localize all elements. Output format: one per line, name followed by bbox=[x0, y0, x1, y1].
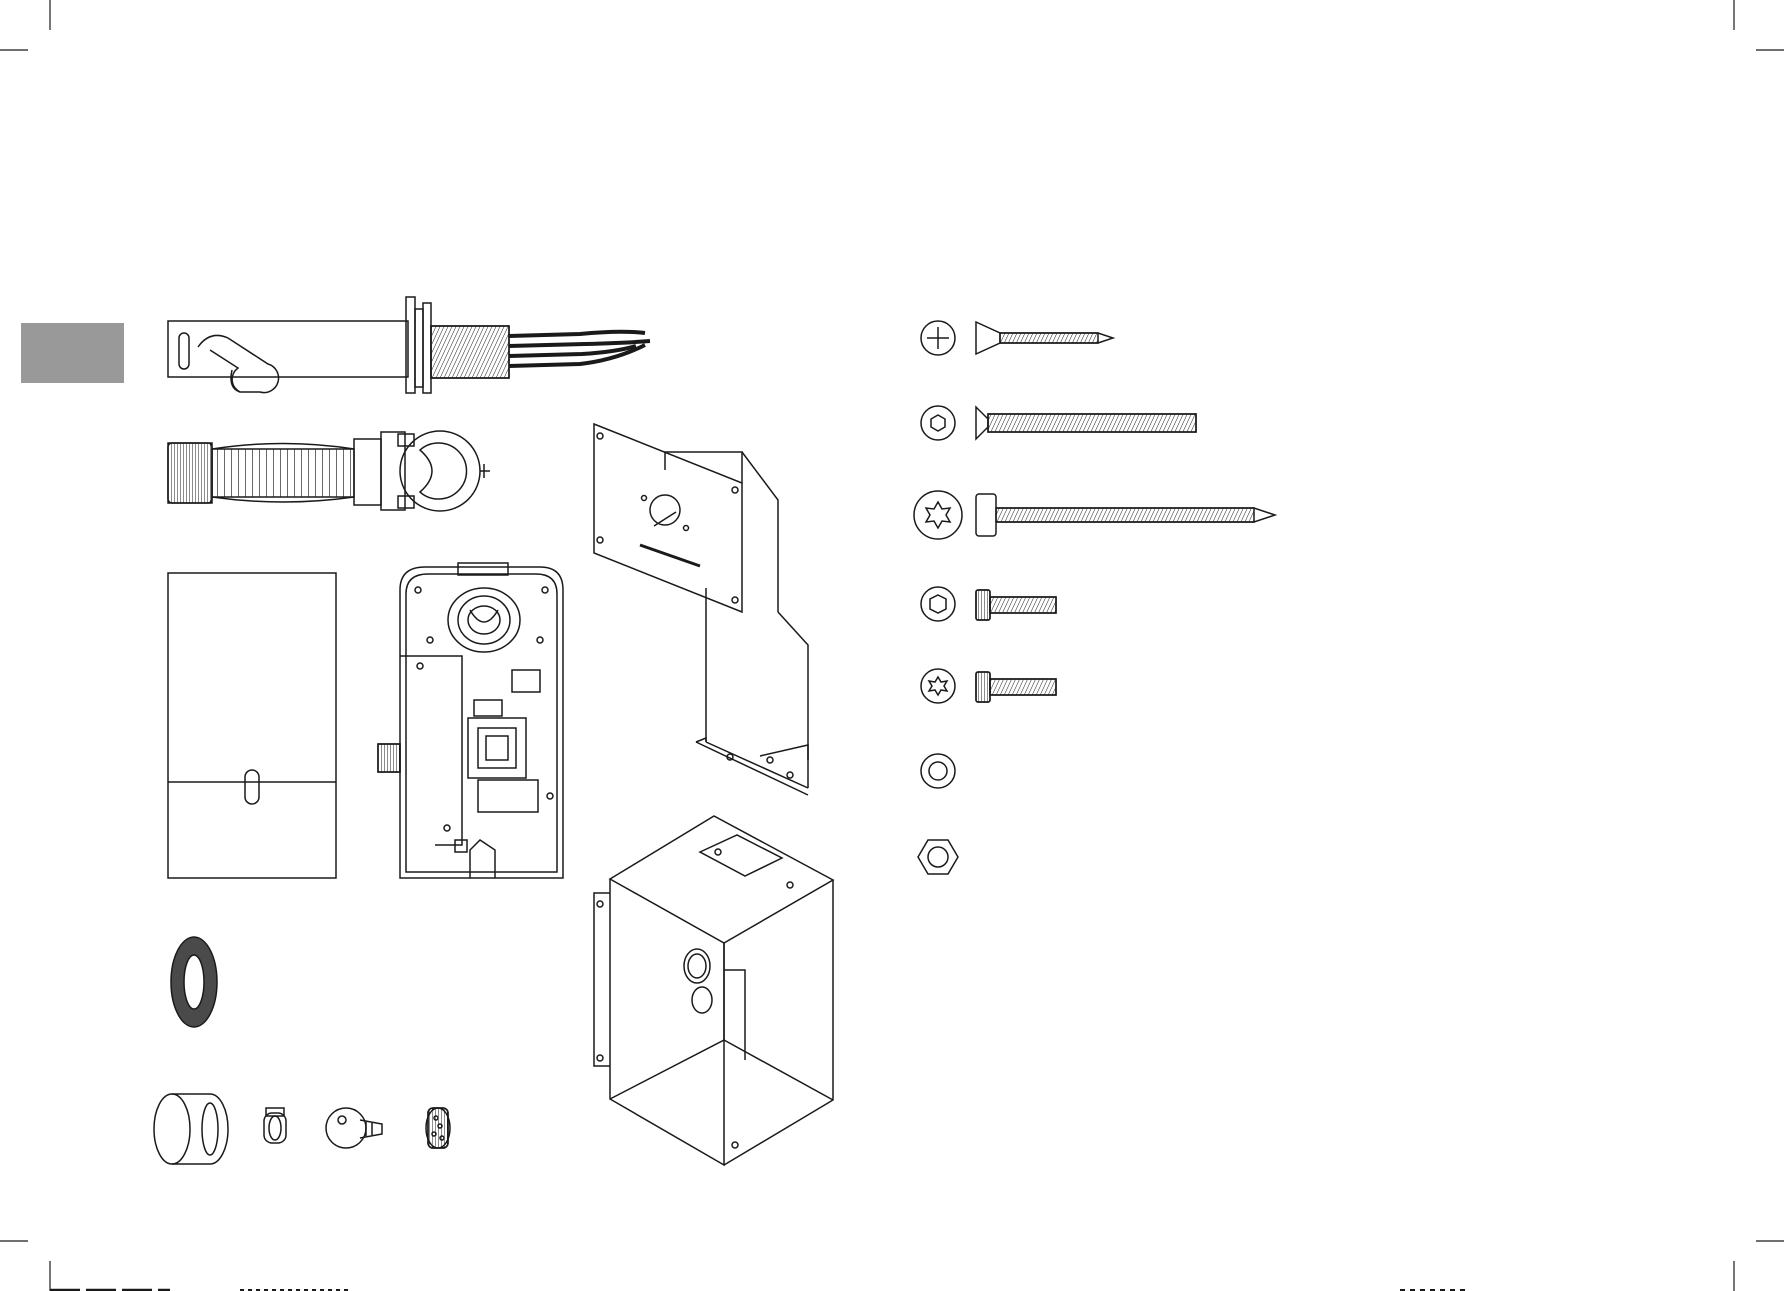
service-key-icon bbox=[326, 1108, 382, 1148]
mounting-bracket-icon bbox=[594, 424, 808, 795]
hex-nut-icon bbox=[918, 840, 958, 874]
corrugated-hose-icon bbox=[168, 431, 490, 511]
washer-icon bbox=[921, 754, 955, 788]
cap-screw-icon bbox=[976, 672, 1056, 702]
cap-screw-icon bbox=[976, 590, 1056, 620]
hex-socket-head-icon bbox=[921, 406, 955, 440]
aerator-icon bbox=[426, 1108, 450, 1148]
hose-clamp-icon bbox=[264, 1108, 286, 1143]
pan-head-wood-screw-icon bbox=[976, 494, 1275, 536]
cover-plate-icon bbox=[168, 573, 336, 878]
control-unit-icon bbox=[378, 563, 563, 878]
phillips-head-icon bbox=[921, 321, 955, 355]
torx-head-icon bbox=[921, 669, 955, 703]
torx-head-icon bbox=[914, 491, 962, 539]
gasket-ring-icon bbox=[171, 937, 217, 1027]
countersunk-wood-screw-icon bbox=[976, 322, 1113, 354]
countersunk-machine-screw-icon bbox=[976, 407, 1196, 439]
faucet-spout-icon bbox=[168, 297, 650, 393]
installation-box-icon bbox=[594, 816, 833, 1165]
hex-socket-head-icon bbox=[921, 587, 955, 621]
sleeve-icon bbox=[154, 1094, 228, 1164]
